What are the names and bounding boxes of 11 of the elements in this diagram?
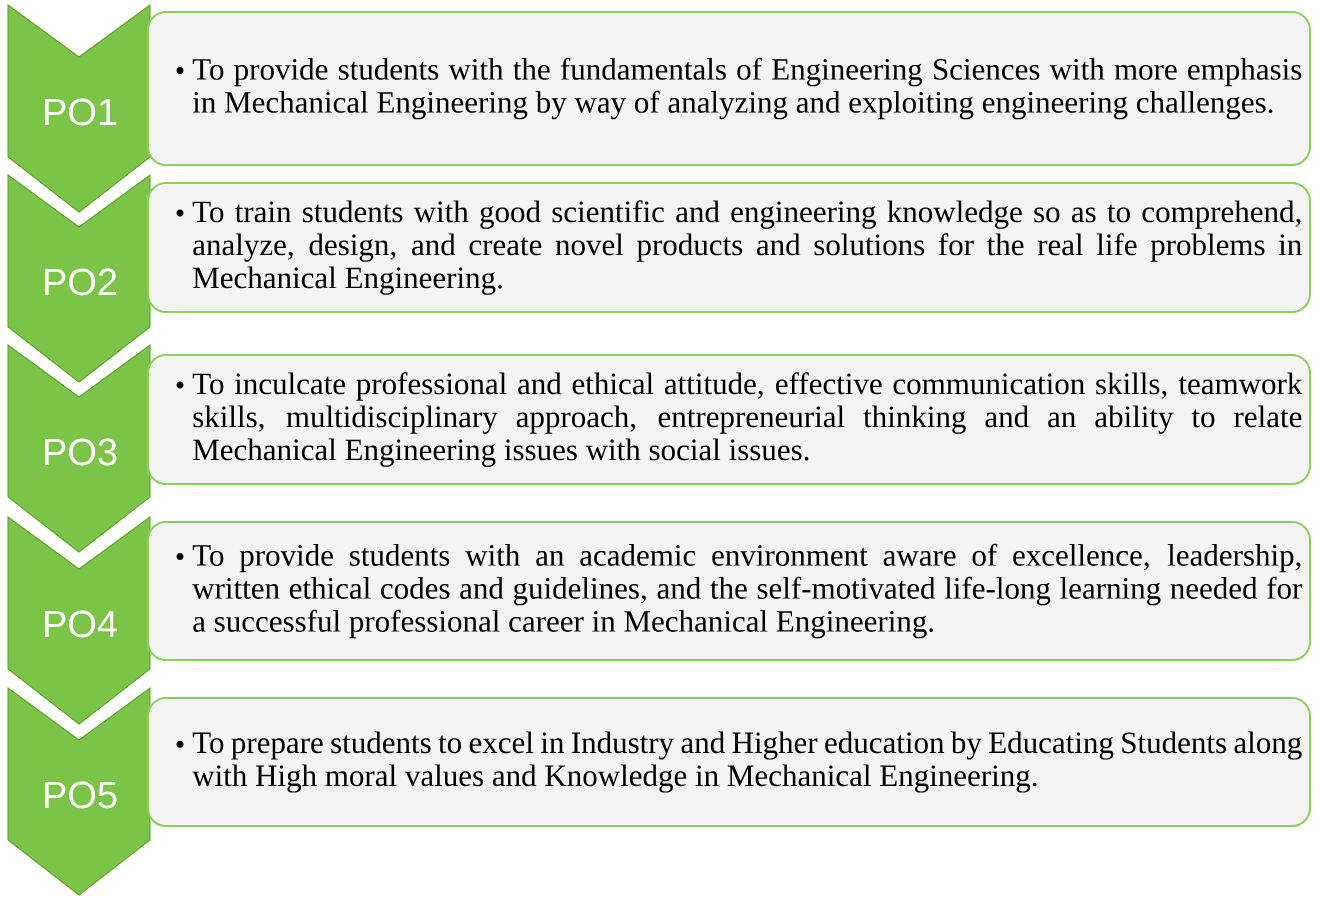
text-box: To provide students with the fundamentals of Engineering Sciences with more emphasis in Mechanical Engineering by way of analyzing and exploiting engineering challenges. (147, 11, 1311, 166)
step-block: PO1 (7, 4, 151, 213)
text-box: To provide students with an academic environment aware of excellence, leadership, written ethical codes and guidelines, and the self-motivated life-long learning needed for a successful professional career in Mechanical Engineering. (147, 521, 1311, 661)
step-block: PO5 (7, 687, 151, 896)
node-label: PO5 (45, 781, 117, 809)
step-block: PO2 (7, 174, 151, 383)
step-block: PO4 (7, 516, 151, 725)
text-box: To inculcate professional and ethical attitude, effective communication skills, teamwork skills, multidisciplinary approach, entrepreneurial thinking and an ability to relate Mechanical Engineering issues with social issues. (147, 354, 1311, 485)
step-block: PO3 (7, 344, 151, 553)
text-box: To prepare students to excel in Industry and Higher education by Educating Students along with High moral values and Knowledge in Mechanical Engineering. (147, 697, 1311, 827)
text-box: To train students with good scientific and engineering knowledge so as to comprehend, analyze, design, and create novel products and solutions for the real life problems in Mechanical Engineering. (147, 182, 1311, 313)
